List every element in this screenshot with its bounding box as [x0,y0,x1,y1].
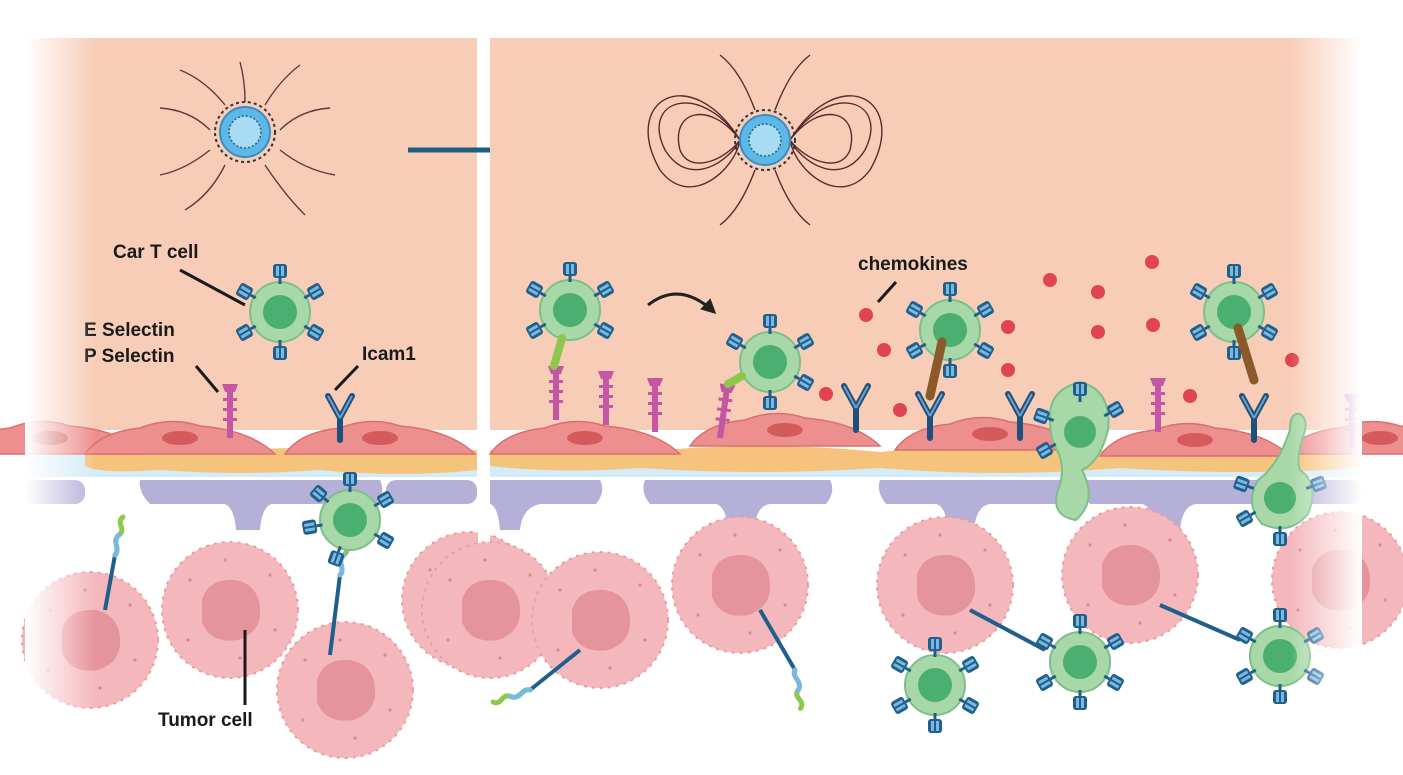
car-t-cell-adhering-1 [903,280,997,401]
vessel-lumen-right [490,38,1362,430]
car-t-cell-engaged-1 [888,635,982,735]
magnetic-field-right [647,54,883,226]
tumor-antigens-left [103,517,348,656]
magnetic-bead-left [214,101,276,163]
panel-before: Car T cell E Selectin P Selectin Icam1 T… [0,38,539,759]
rolling-arrow [647,292,717,315]
label-car-t-cell: Car T cell [113,242,199,263]
label-icam1: Icam1 [362,344,416,365]
car-t-cell-transmigrating-1 [1031,380,1127,522]
magnetic-field-left [159,61,336,216]
label-p-selectin: P Selectin [84,346,174,367]
magnetic-bead-right [734,109,796,171]
car-t-cell-rolling-2 [723,312,817,412]
label-chemokines: chemokines [858,254,968,275]
tumor-antigens-right [528,603,1241,692]
label-tumor-cell: Tumor cell [158,710,253,731]
car-t-cell-rolling-1 [523,260,617,370]
car-t-cell-adhering-2 [1187,262,1281,385]
vessel-lumen-left [25,38,477,430]
pericytes-right [490,480,1362,530]
panel-after: chemokines [421,38,1403,738]
label-e-selectin: E Selectin [84,320,175,341]
